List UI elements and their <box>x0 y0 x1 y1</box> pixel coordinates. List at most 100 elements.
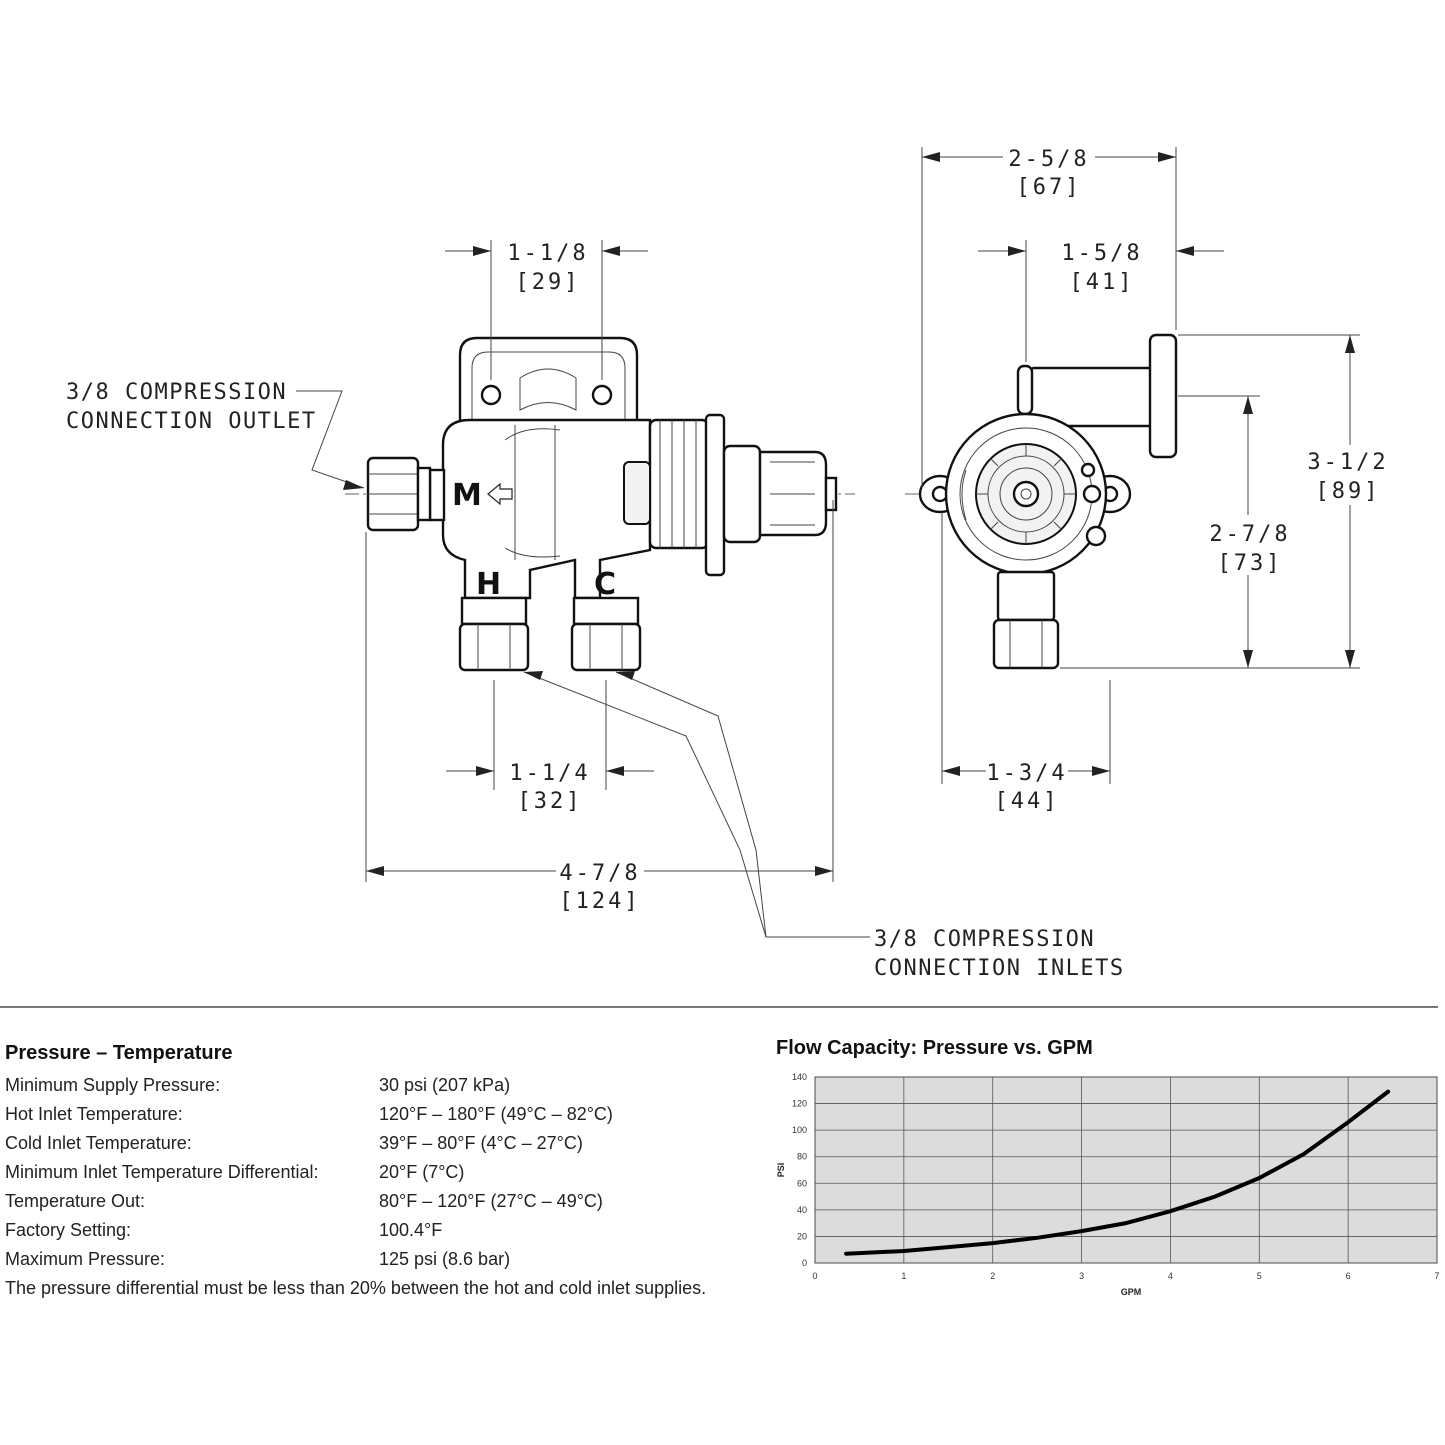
dim-overall-height-inches: 3-1/2 <box>1307 450 1388 475</box>
spec-label: Minimum Supply Pressure: <box>5 1075 221 1095</box>
cartridge-cap <box>648 418 710 550</box>
dim-overall-length-inches: 4-7/8 <box>559 861 640 886</box>
y-tick-label: 0 <box>802 1258 807 1268</box>
y-tick-label: 140 <box>792 1072 807 1082</box>
dim-depth-arrow-right <box>1158 152 1176 162</box>
outlet-callout-line1: 3/8 COMPRESSION <box>66 380 287 405</box>
x-tick-label: 1 <box>901 1271 906 1281</box>
x-axis-label: GPM <box>1121 1287 1142 1297</box>
dim-overall-depth-inches: 2-5/8 <box>1008 147 1089 172</box>
cartridge-neck <box>722 444 762 544</box>
spec-value: 120°F – 180°F (49°C – 82°C) <box>379 1104 613 1124</box>
valve-body <box>441 418 652 600</box>
front-view: M H C 1-1/8 [29] 1-1/4 [32] 4-7/8 [124] … <box>66 240 1125 981</box>
spec-row: Minimum Inlet Temperature Differential: 2… <box>5 1158 765 1187</box>
specs-note: The pressure differential must be less t… <box>5 1278 707 1298</box>
spec-label: Hot Inlet Temperature: <box>5 1104 183 1124</box>
side-view: 2-5/8 [67] 1-5/8 [41] 3-1/2 [89] 2-7/8 [… <box>905 147 1388 814</box>
y-tick-label: 40 <box>797 1205 807 1215</box>
dim-inlet-spacing-inches: 1-1/4 <box>509 761 590 786</box>
y-tick-label: 120 <box>792 1099 807 1109</box>
side-indicator-screw <box>1082 484 1102 504</box>
outlet-nut-flats <box>368 473 418 515</box>
body-detail <box>504 425 561 560</box>
outlet-ferrule <box>416 466 432 522</box>
inlet-callout-line2: CONNECTION INLETS <box>874 956 1125 981</box>
y-axis-label: PSI <box>776 1163 786 1178</box>
inlet-callout-arrow-cold <box>616 671 635 680</box>
x-tick-label: 7 <box>1434 1271 1439 1281</box>
check-window <box>623 461 651 525</box>
side-dial-ticks <box>976 444 1076 544</box>
side-mount-plate <box>1148 333 1178 459</box>
x-tick-label: 2 <box>990 1271 995 1281</box>
side-dial-stem <box>1012 480 1040 508</box>
spec-value: 100.4°F <box>379 1220 443 1240</box>
inlet-callout-leader-hot <box>523 671 870 938</box>
hot-inlet-nut <box>458 622 530 672</box>
knob-grips <box>770 461 815 526</box>
dim-inlet-arrow-right <box>606 766 624 776</box>
outlet-callout-line2: CONNECTION OUTLET <box>66 409 317 434</box>
dim-length-arrow-right <box>815 866 833 876</box>
spec-row: Factory Setting: 100.4°F <box>5 1216 765 1245</box>
series-line <box>844 1089 1391 1256</box>
dim-top-width-inches: 1-1/8 <box>507 241 588 266</box>
cold-port-letter: C <box>594 567 616 602</box>
dim-mount-offset-mm: [41] <box>1070 270 1135 295</box>
dim-height-arrow-top <box>1345 335 1355 353</box>
inlet-callout-line1: 3/8 COMPRESSION <box>874 927 1095 952</box>
y-tick-label: 60 <box>797 1178 807 1188</box>
spec-value: 39°F – 80°F (4°C – 27°C) <box>379 1133 583 1153</box>
mixed-port-letter: M <box>452 478 482 513</box>
x-tick-label: 5 <box>1257 1271 1262 1281</box>
x-tick-label: 0 <box>812 1271 817 1281</box>
dim-top-width-mm: [29] <box>516 270 581 295</box>
dim-inlet-arrow-left <box>476 766 494 776</box>
outlet-collar <box>428 468 446 522</box>
technical-drawing: M H C 1-1/8 [29] 1-1/4 [32] 4-7/8 [124] … <box>66 147 1388 981</box>
spec-row: Cold Inlet Temperature: 39°F – 80°F (4°C … <box>5 1129 765 1158</box>
cold-inlet-nut <box>570 622 642 672</box>
side-nut-flats <box>1009 620 1043 668</box>
specs-title: Pressure – Temperature <box>5 1042 233 1064</box>
cartridge-flange <box>704 413 726 577</box>
spec-row: Hot Inlet Temperature: 120°F – 180°F (49°… <box>5 1100 765 1129</box>
dim-overall-length-mm: [124] <box>559 889 640 914</box>
spec-label: Factory Setting: <box>5 1220 132 1240</box>
mounting-bracket <box>458 336 639 432</box>
spec-row: Temperature Out: 80°F – 120°F (27°C – 49°… <box>5 1187 765 1216</box>
side-dial-arc-label <box>961 469 967 521</box>
spec-value: 80°F – 120°F (27°C – 49°C) <box>379 1191 603 1211</box>
spec-label: Temperature Out: <box>5 1191 146 1211</box>
dim-overall-depth-mm: [67] <box>1017 175 1082 200</box>
specs-table: Minimum Supply Pressure:30 psi (207 kPa)… <box>5 1071 765 1274</box>
outlet-callout-arrow <box>343 480 364 490</box>
dim-inlet-spacing-mm: [32] <box>518 789 583 814</box>
mounting-hole-left <box>480 384 502 406</box>
adjustment-stem <box>824 476 838 512</box>
cold-inlet-collar <box>572 596 640 626</box>
bracket-slot <box>519 368 577 411</box>
side-indicator-hot <box>1080 462 1096 478</box>
dim-base-width-inches: 1-3/4 <box>986 761 1067 786</box>
spec-value: 20°F (7°C) <box>379 1162 465 1182</box>
cartridge-knurl <box>659 420 697 548</box>
y-tick-label: 80 <box>797 1152 807 1162</box>
dim-base-arrow-left <box>942 766 960 776</box>
y-tick-label: 100 <box>792 1125 807 1135</box>
mixed-flow-arrow-icon <box>487 482 513 506</box>
x-tick-label: 4 <box>1168 1271 1173 1281</box>
dim-offset-arrow-right <box>1176 246 1194 256</box>
plot-area <box>814 1076 1438 1264</box>
section-divider <box>0 1006 1438 1008</box>
x-tick-label: 3 <box>1079 1271 1084 1281</box>
dim-mount-offset-inches: 1-5/8 <box>1061 241 1142 266</box>
spec-label: Cold Inlet Temperature: <box>5 1133 192 1153</box>
spec-label: Minimum Inlet Temperature Differential: <box>5 1162 319 1182</box>
pressure-temperature-specs: Pressure – Temperature Minimum Supply Pr… <box>5 1042 765 1303</box>
bracket-inner-edge <box>471 351 626 428</box>
dim-base-arrow-right <box>1092 766 1110 776</box>
spec-label: Maximum Pressure: <box>5 1249 166 1269</box>
spec-row: Maximum Pressure:125 psi (8.6 bar) <box>5 1245 765 1274</box>
